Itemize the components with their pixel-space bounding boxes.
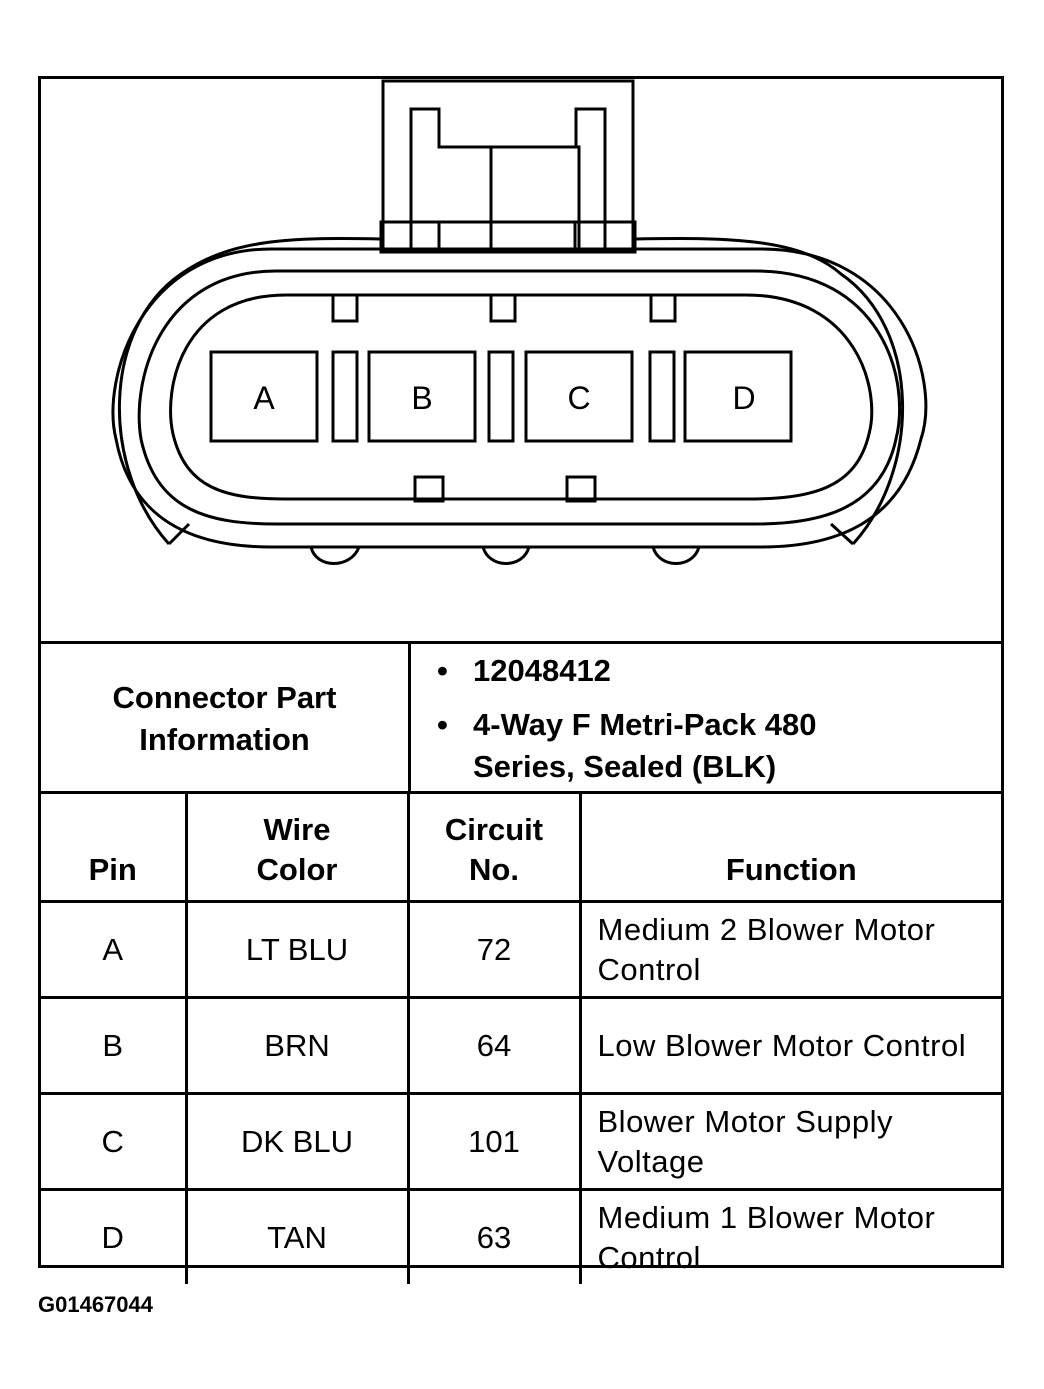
lock-tab-outline <box>381 79 635 249</box>
foot <box>309 546 361 565</box>
function-cell: Medium 1 Blower Motor Control <box>578 1188 1001 1284</box>
connector-figure: A B C D Connector Part Information • 120… <box>38 76 1004 1284</box>
separator <box>487 350 515 443</box>
connector-type-item: • 4-Way F Metri-Pack 480 Series, Sealed … <box>437 704 913 788</box>
cavity-b <box>367 350 477 443</box>
function-cell: Blower Motor Supply Voltage <box>578 1092 1001 1191</box>
wire-color-cell: LT BLU <box>184 900 410 999</box>
part-number: 12048412 <box>473 653 611 688</box>
part-info-label: Connector Part Information <box>112 680 337 757</box>
table-row: B BRN 64 Low Blower Motor Control <box>41 996 1001 1095</box>
pin-cell: A <box>41 900 188 999</box>
outer-shell <box>117 236 905 546</box>
table-row: C DK BLU 101 Blower Motor Supply Voltage <box>41 1092 1001 1191</box>
cavity-a <box>209 350 319 443</box>
pin-cell: B <box>41 996 188 1095</box>
connector-part-info: Connector Part Information • 12048412 • … <box>41 641 1001 797</box>
separator <box>648 350 676 443</box>
cavity-d <box>683 350 793 443</box>
connector-face-drawing: A B C D <box>111 79 928 565</box>
function-cell: Medium 2 Blower Motor Control <box>578 900 1001 999</box>
table-row: D TAN 63 Medium 1 Blower Motor Control <box>41 1188 1001 1284</box>
table-header-row: Pin Wire Color Circuit No. Function <box>41 791 1001 903</box>
circuit-no-cell: 72 <box>406 900 582 999</box>
cavity-a-label: A <box>253 380 275 416</box>
lock-tab-inner <box>409 107 607 249</box>
part-info-label-cell: Connector Part Information <box>41 644 411 794</box>
cavity-b-label: B <box>411 380 432 416</box>
table-row: A LT BLU 72 Medium 2 Blower Motor Contro… <box>41 900 1001 999</box>
pin-cell: C <box>41 1092 188 1191</box>
connector-inner-wall <box>137 269 902 526</box>
cavity-c-label: C <box>567 380 590 416</box>
circuit-no-cell: 64 <box>406 996 582 1095</box>
header-circuit-no: Circuit No. <box>406 791 582 903</box>
connector-body <box>111 247 928 549</box>
pin-cell: D <box>41 1188 188 1284</box>
header-wire-color: Wire Color <box>184 791 410 903</box>
circuit-no-cell: 101 <box>406 1092 582 1191</box>
foot <box>481 546 531 565</box>
function-cell: Low Blower Motor Control <box>578 996 1001 1095</box>
lock-tab-base <box>379 220 637 254</box>
cavity-c <box>524 350 634 443</box>
part-info-values: • 12048412 • 4-Way F Metri-Pack 480 Seri… <box>411 644 1001 794</box>
wire-color-cell: TAN <box>184 1188 410 1284</box>
circuit-no-cell: 63 <box>406 1188 582 1284</box>
cavity-face <box>169 293 874 501</box>
wire-color-cell: DK BLU <box>184 1092 410 1191</box>
pin-table: Pin Wire Color Circuit No. Function A LT… <box>41 791 1001 1284</box>
wire-color-cell: BRN <box>184 996 410 1095</box>
header-pin: Pin <box>41 791 188 903</box>
foot <box>651 546 701 565</box>
separator <box>331 350 359 443</box>
connector-face-diagram: A B C D <box>41 79 1001 644</box>
header-function: Function <box>578 791 1001 903</box>
bullet-icon: • <box>437 707 448 742</box>
bullet-icon: • <box>437 653 448 688</box>
connector-type: 4-Way F Metri-Pack 480 Series, Sealed (B… <box>473 707 817 784</box>
figure-id: G01467044 <box>38 1292 153 1317</box>
part-number-item: • 12048412 <box>437 650 893 692</box>
cavity-d-label: D <box>732 380 755 416</box>
